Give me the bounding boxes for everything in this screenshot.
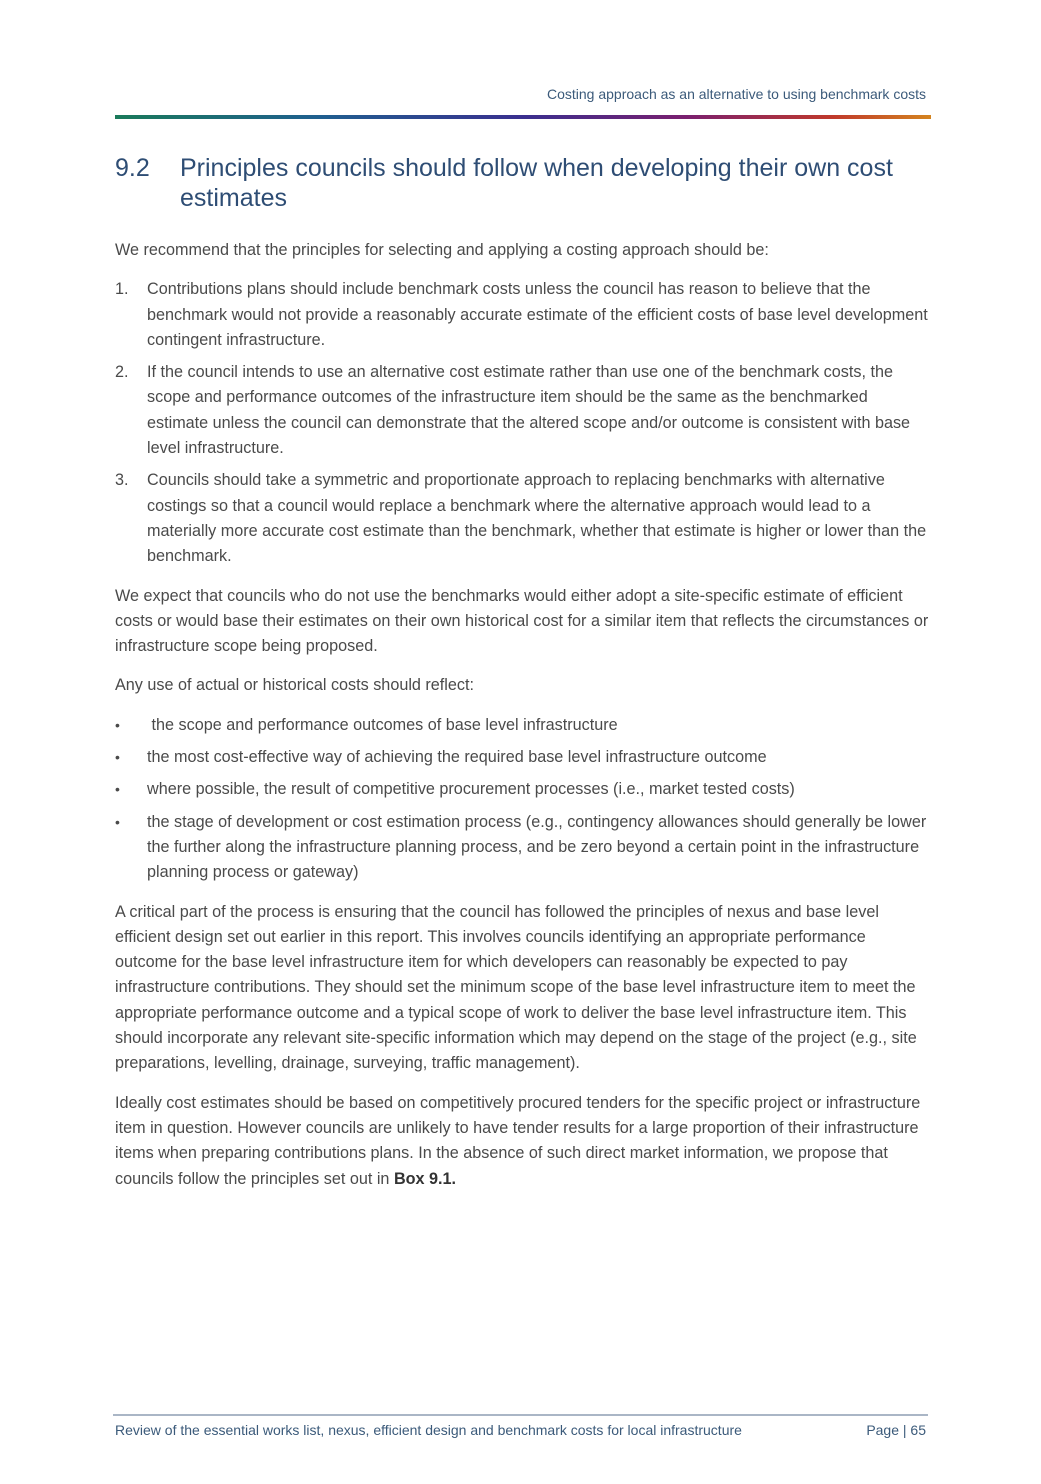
box-reference-link[interactable]: Box 9.1. bbox=[393, 1169, 457, 1188]
list-marker: 3. bbox=[115, 471, 129, 490]
list-item-text: the scope and performance outcomes of ba… bbox=[147, 715, 618, 734]
reflect-paragraph: Any use of actual or historical costs sh… bbox=[115, 676, 474, 695]
reflect-list: • the scope and performance outcomes of … bbox=[115, 713, 930, 886]
list-item: • the stage of development or cost estim… bbox=[115, 810, 930, 886]
list-item-text: Councils should take a symmetric and pro… bbox=[147, 471, 927, 566]
list-item-text: the stage of development or cost estimat… bbox=[147, 812, 927, 882]
intro-paragraph: We recommend that the principles for sel… bbox=[115, 241, 769, 259]
footer-report-title: Review of the essential works list, nexu… bbox=[115, 1422, 742, 1438]
principles-list: 1. Contributions plans should include be… bbox=[115, 277, 930, 569]
list-marker: 2. bbox=[115, 363, 129, 382]
list-item: • the scope and performance outcomes of … bbox=[115, 713, 930, 738]
footer-rule bbox=[113, 1414, 928, 1416]
list-marker: 1. bbox=[115, 280, 129, 299]
list-item-text: the most cost-effective way of achieving… bbox=[147, 748, 767, 767]
list-item: • the most cost-effective way of achievi… bbox=[115, 745, 930, 770]
running-header: Costing approach as an alternative to us… bbox=[547, 86, 926, 102]
bullet-icon: • bbox=[115, 749, 120, 766]
ideal-paragraph-text: Ideally cost estimates should be based o… bbox=[115, 1093, 921, 1188]
list-item: 2. If the council intends to use an alte… bbox=[115, 360, 930, 461]
expect-paragraph: We expect that councils who do not use t… bbox=[115, 586, 929, 656]
ideal-paragraph: Ideally cost estimates should be based o… bbox=[115, 1091, 930, 1192]
bullet-icon: • bbox=[115, 716, 120, 733]
list-item: • where possible, the result of competit… bbox=[115, 777, 930, 802]
list-item-text: where possible, the result of competitiv… bbox=[147, 780, 795, 799]
section-title: Principles councils should follow when d… bbox=[180, 154, 893, 212]
bullet-icon: • bbox=[115, 813, 120, 830]
footer-page-number: Page | 65 bbox=[866, 1422, 926, 1438]
body-content: We recommend that the principles for sel… bbox=[115, 238, 930, 1206]
list-item-text: Contributions plans should include bench… bbox=[147, 280, 928, 349]
header-gradient-rule bbox=[115, 115, 931, 119]
bullet-icon: • bbox=[115, 781, 120, 798]
list-item: 1. Contributions plans should include be… bbox=[115, 277, 930, 353]
critical-paragraph: A critical part of the process is ensuri… bbox=[115, 902, 917, 1073]
list-item-text: If the council intends to use an alterna… bbox=[147, 363, 911, 458]
list-item: 3. Councils should take a symmetric and … bbox=[115, 468, 930, 569]
section-number: 9.2 bbox=[115, 154, 150, 182]
